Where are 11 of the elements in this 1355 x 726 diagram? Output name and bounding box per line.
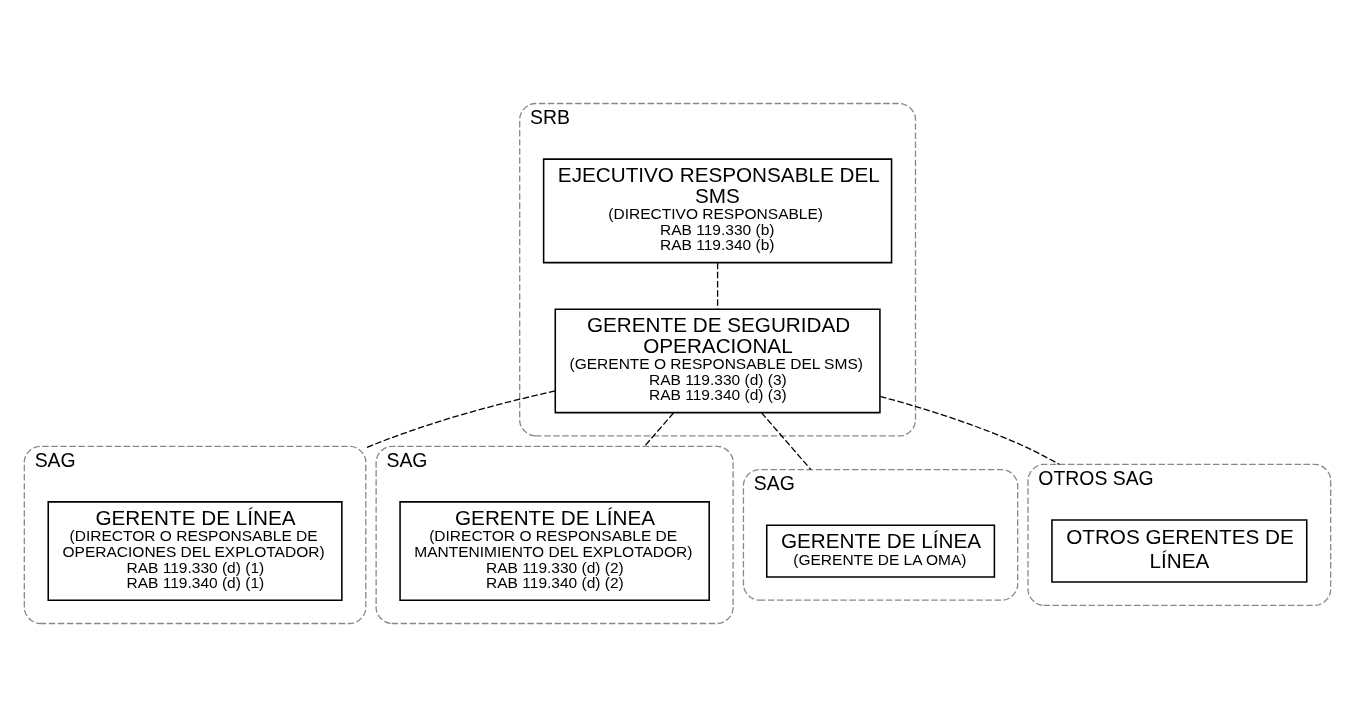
connector [365, 389, 556, 449]
node-box: OTROS GERENTES DE LÍNEA [1051, 518, 1308, 583]
connector [879, 395, 1060, 465]
connector [716, 261, 719, 309]
node-box: GERENTE DE LÍNEA (GERENTE DE LA OMA) [765, 523, 996, 578]
connector [761, 411, 812, 470]
node-box: EJECUTIVO RESPONSABLE DEL SMS (DIRECTIVO RESPONSABLE) RAB 119.330 (b) RAB 119.340 (b) [542, 157, 893, 263]
node-box: GERENTE DE LÍNEA (DIRECTOR O RESPONSABLE DE OPERACIONES DEL EXPLOTADOR) RAB 119.330 (d) (1) RAB 119.340 (d) (1) [47, 500, 343, 601]
node-box: GERENTE DE SEGURIDAD OPERACIONAL (GERENTE O RESPONSABLE DEL SMS) RAB 119.330 (d) (3) RAB 119.340 (d) (3) [554, 307, 881, 413]
connector [643, 411, 675, 447]
node-box: GERENTE DE LÍNEA (DIRECTOR O RESPONSABLE DE MANTENIMIENTO DEL EXPLOTADOR) RAB 119.330 (d) (2) RAB 119.340 (d) (2) [399, 500, 710, 601]
